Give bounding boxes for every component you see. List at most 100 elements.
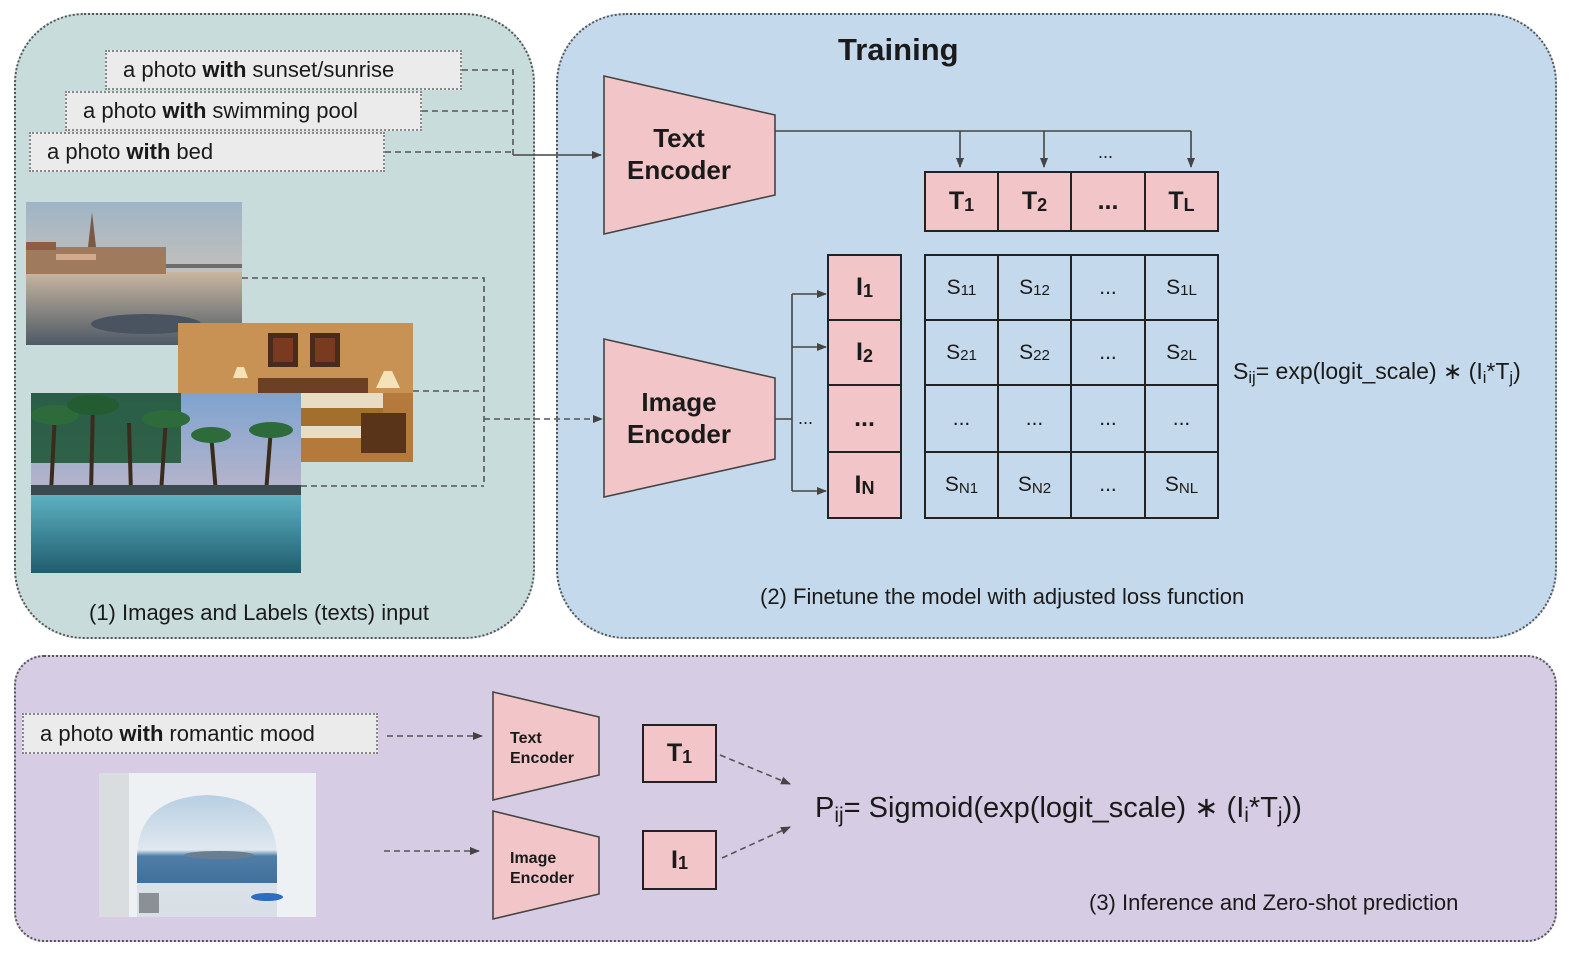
sim-cell: ...: [924, 384, 999, 453]
emb-main: I: [671, 845, 678, 874]
formula-part: ): [1513, 358, 1521, 384]
emb-main: T: [666, 739, 683, 767]
text-encoder-shape: [603, 74, 776, 236]
sim-main: ...: [1099, 275, 1117, 299]
emb-main: T: [948, 187, 965, 215]
balcony-photo: [99, 773, 316, 917]
label-suffix: bed: [176, 139, 214, 164]
image-encoder-line2: Encoder: [626, 418, 732, 449]
sim-sub: 1L: [1180, 282, 1197, 300]
sim-cell: ...: [1144, 384, 1219, 453]
sim-main: ...: [1099, 473, 1117, 496]
emb-main: ...: [1097, 187, 1119, 215]
sim-main: ...: [1025, 406, 1044, 430]
prediction-formula: Pij= Sigmoid(exp(logit_scale) ∗ (Ii*Tj)): [815, 790, 1302, 827]
sim-cell: ...: [1070, 319, 1146, 386]
sim-main: S: [1019, 275, 1034, 299]
text-encoder-line2: Encoder: [510, 749, 575, 767]
inference-text-encoder-label: Text Encoder: [498, 729, 600, 768]
finetune-caption: (2) Finetune the model with adjusted los…: [760, 584, 1245, 609]
sim-cell: ...: [1070, 254, 1146, 321]
formula-part: *T: [1486, 358, 1510, 384]
label-bold: with: [202, 57, 247, 82]
formula-sub: ij: [834, 803, 844, 827]
inference-text-encoder-shape: [492, 690, 600, 802]
sim-sub: 2L: [1180, 347, 1197, 365]
label-suffix: swimming pool: [212, 98, 358, 123]
emb-sub: 1: [677, 853, 688, 874]
image-encoder-line1: Image: [641, 387, 717, 417]
emb-sub: N: [861, 478, 875, 499]
text-encoder-line2: Encoder: [626, 154, 732, 185]
label-prefix: a photo: [47, 139, 121, 164]
formula-part: = Sigmoid(exp(logit_scale) ∗ (I: [843, 792, 1245, 824]
sim-sub: NL: [1178, 479, 1199, 497]
image-encoder-line2: Encoder: [510, 869, 575, 887]
formula-part: P: [815, 792, 835, 824]
sim-sub: N1: [958, 479, 979, 497]
formula-sub: i: [1244, 803, 1249, 827]
formula-part: S: [1233, 358, 1249, 384]
sim-cell: ...: [1070, 451, 1146, 519]
sim-main: S: [1166, 275, 1181, 299]
similarity-formula: Sij= exp(logit_scale) ∗ (Ii*Tj): [1233, 358, 1521, 387]
sim-sub: 21: [960, 347, 977, 365]
label-bold: with: [162, 98, 207, 123]
inputs-caption: (1) Images and Labels (texts) input: [89, 600, 429, 625]
sim-sub: 11: [960, 282, 977, 300]
sim-main: ...: [1172, 406, 1191, 430]
pool-photo: [31, 393, 301, 573]
sim-main: ...: [952, 406, 971, 430]
sim-sub: N2: [1031, 479, 1052, 497]
label-prefix: a photo: [123, 57, 197, 82]
sim-cell: ...: [997, 384, 1072, 453]
training-title: Training: [838, 32, 959, 67]
sim-cell: ...: [1070, 384, 1146, 453]
formula-part: )): [1282, 792, 1302, 824]
emb-main: I: [856, 273, 863, 301]
harbor-photo: [26, 202, 242, 345]
formula-part: *T: [1248, 792, 1278, 824]
label-suffix: romantic mood: [169, 720, 315, 746]
emb-main: I: [854, 470, 862, 499]
formula-sub: j: [1509, 367, 1514, 387]
formula-sub: i: [1482, 367, 1487, 387]
text-encoder-label: Text Encoder: [604, 123, 754, 186]
sim-main: ...: [1099, 340, 1117, 364]
image-encoder-label: Image Encoder: [604, 387, 754, 450]
formula-sub: ij: [1248, 367, 1256, 387]
text-arrows-ellipsis: ...: [1098, 142, 1114, 162]
emb-sub: 1: [862, 280, 873, 301]
sim-main: S: [1017, 473, 1032, 496]
image-encoder-line1: Image: [510, 850, 557, 867]
image-encoder-shape: [603, 337, 776, 498]
label-bold: with: [126, 139, 171, 164]
inference-image-encoder-label: Image Encoder: [498, 849, 600, 888]
sim-main: S: [944, 473, 959, 496]
emb-sub: 1: [964, 194, 975, 215]
sim-main: ...: [1099, 406, 1117, 430]
sim-main: S: [1166, 340, 1181, 364]
text-encoder-line1: Text: [510, 730, 542, 747]
image-embedding-ellipsis: ...: [827, 384, 902, 453]
emb-main: T: [1168, 187, 1184, 215]
emb-sub: 2: [862, 345, 873, 366]
image-arrows-ellipsis: ...: [798, 408, 814, 428]
